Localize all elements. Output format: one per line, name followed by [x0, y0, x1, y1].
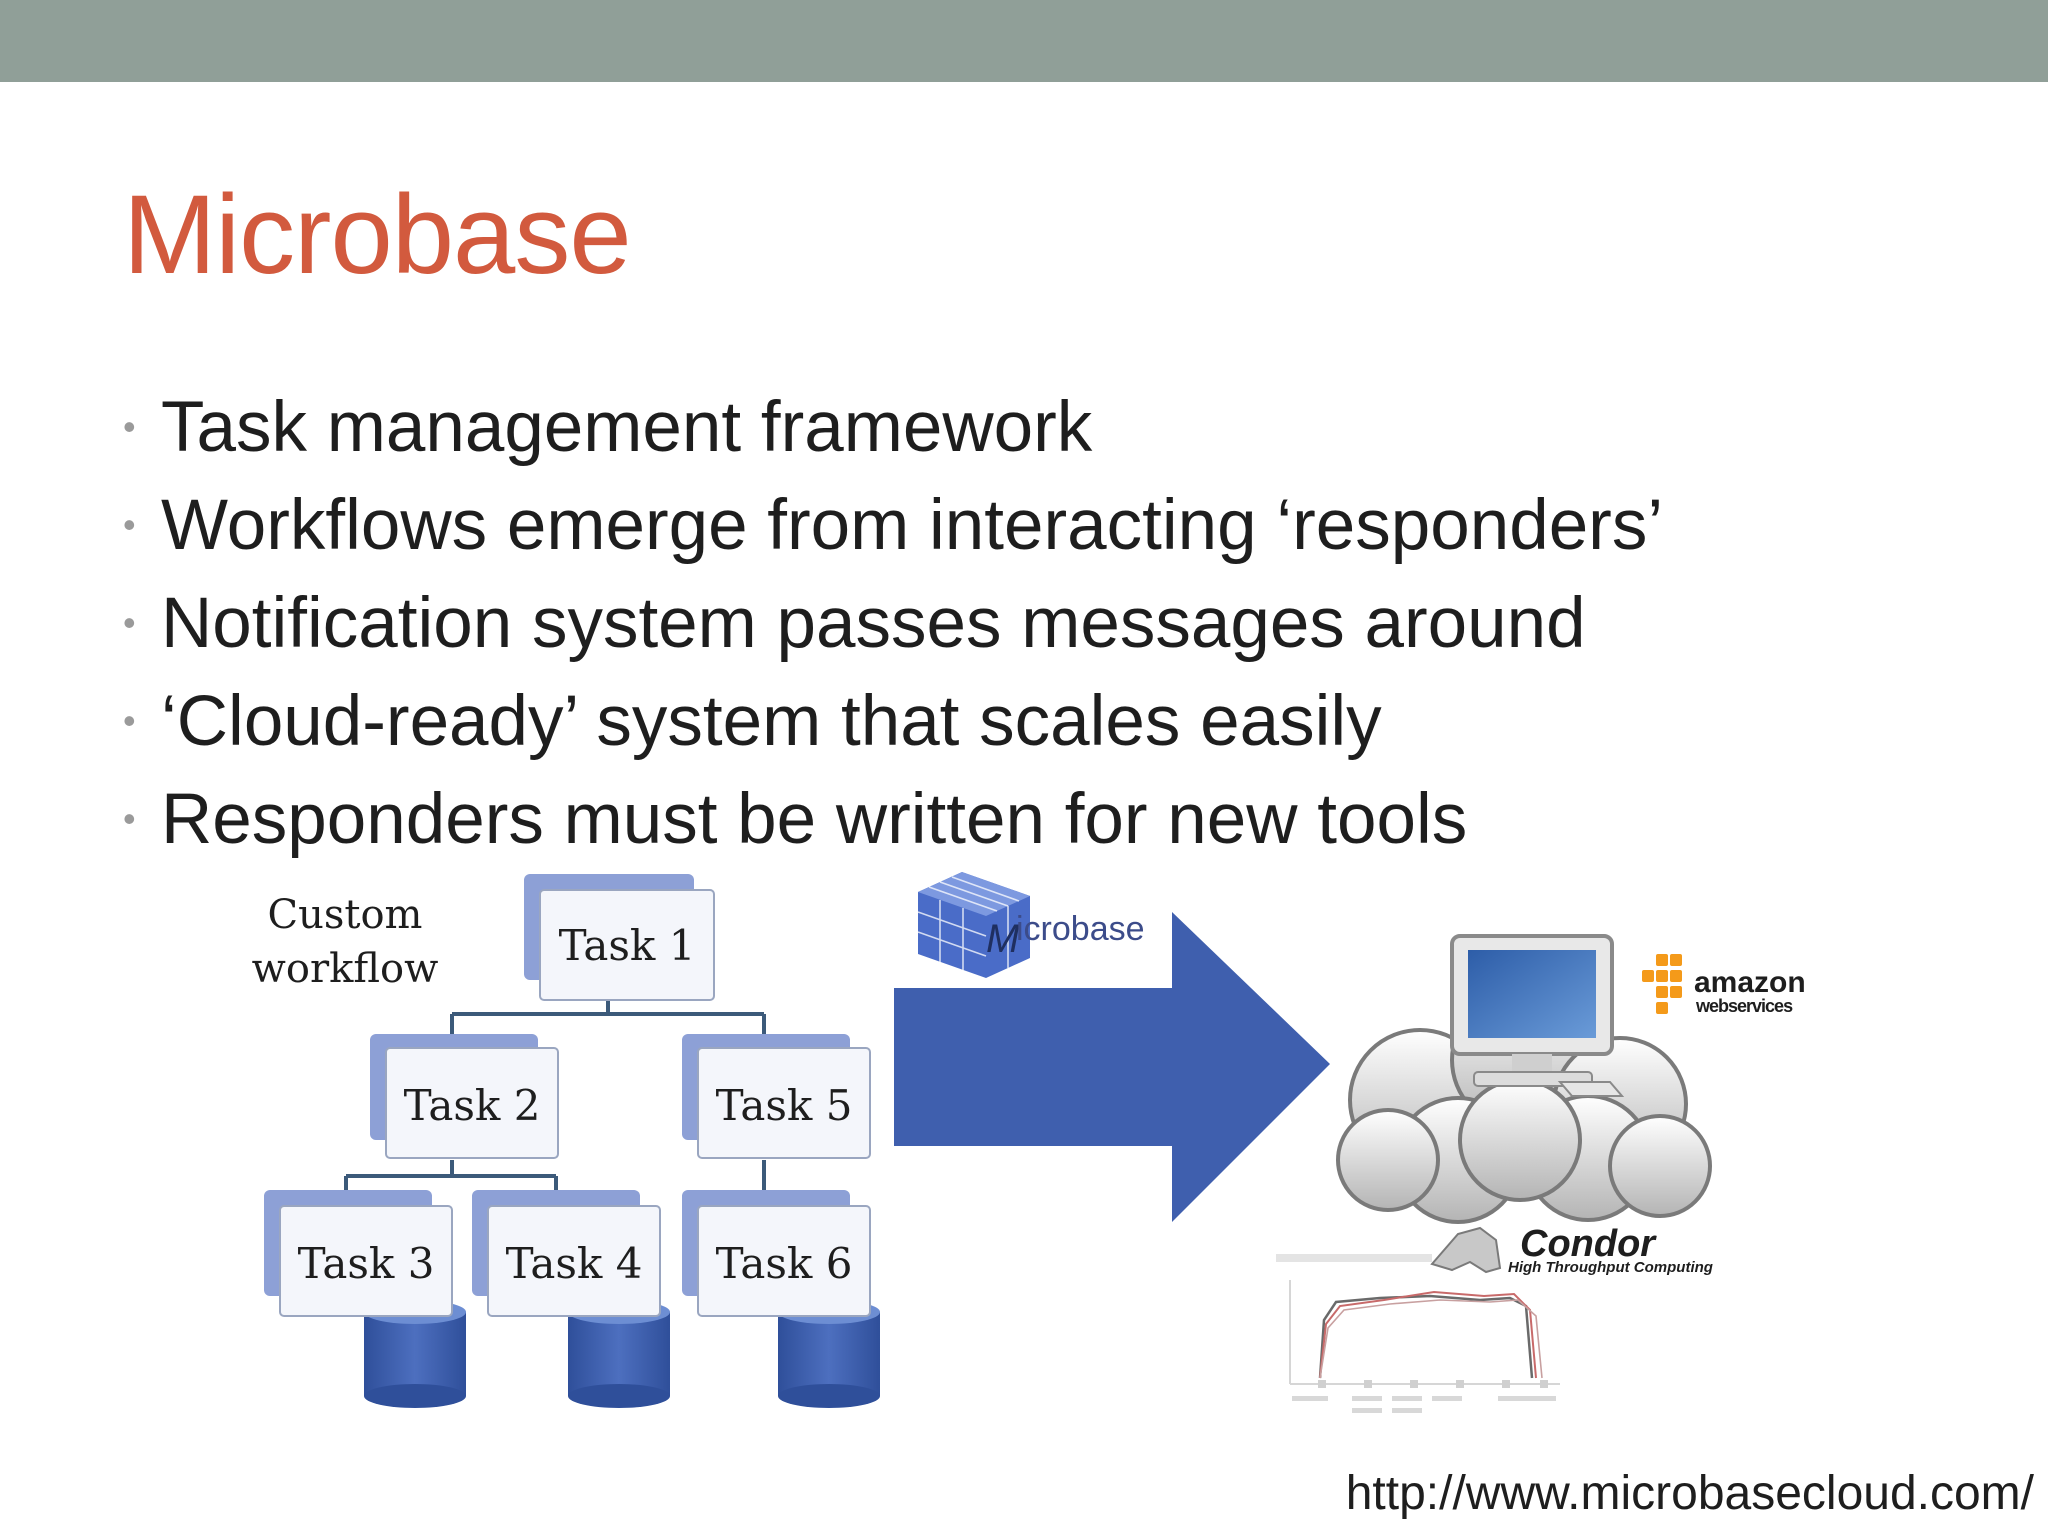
- task-node-3: Task 3: [264, 1190, 453, 1317]
- slide-top-bar: [0, 0, 2048, 82]
- bullet-dot-icon: •: [123, 602, 136, 643]
- task-label: Task 5: [716, 1081, 853, 1130]
- task-label: Task 4: [506, 1239, 643, 1288]
- aws-logo-subtext: webservices: [1695, 996, 1793, 1016]
- bullet-item: • Responders must be written for new tool…: [123, 770, 1663, 868]
- cloud-computer-icon: [1336, 934, 1712, 1224]
- bullet-dot-icon: •: [123, 798, 136, 839]
- task-node-2: Task 2: [370, 1034, 559, 1159]
- task-label: Task 2: [404, 1081, 541, 1130]
- database-icon: [364, 1300, 466, 1408]
- custom-workflow-label-line2: workflow: [252, 946, 439, 992]
- task-label: Task 1: [559, 921, 696, 970]
- task-node-1: Task 1: [524, 874, 715, 1001]
- footer-url: http://www.microbasecloud.com/: [1345, 1467, 2034, 1520]
- amazon-web-services-logo: amazon webservices: [1642, 954, 1806, 1016]
- custom-workflow-label-line1: Custom: [268, 892, 423, 938]
- bullet-item: • Notification system passes messages aro…: [123, 574, 1663, 672]
- task-label: Task 3: [298, 1239, 435, 1288]
- task-node-6: Task 6: [682, 1190, 871, 1317]
- condor-logo: Condor High Throughput Computing: [1430, 1223, 1713, 1276]
- task-node-4: Task 4: [472, 1190, 661, 1317]
- bullet-item: • Task management framework: [123, 378, 1663, 476]
- bullet-text: ‘Cloud-ready’ system that scales easily: [161, 681, 1382, 761]
- bullet-text: Responders must be written for new tools: [161, 779, 1468, 859]
- bullet-dot-icon: •: [123, 504, 136, 545]
- bullet-dot-icon: •: [123, 406, 136, 447]
- aws-logo-text: amazon: [1694, 966, 1806, 999]
- bullet-item: • Workflows emerge from interacting ‘resp…: [123, 476, 1663, 574]
- workflow-connectors: [344, 1000, 766, 1206]
- condor-throughput-graph: [1276, 1254, 1560, 1413]
- task-label: Task 6: [716, 1239, 853, 1288]
- bullet-text: Notification system passes messages arou…: [161, 583, 1586, 663]
- arrow-icon: [894, 912, 1330, 1222]
- task-node-5: Task 5: [682, 1034, 871, 1159]
- bullet-item: • ‘Cloud-ready’ system that scales easily: [123, 672, 1663, 770]
- condor-logo-subtext: High Throughput Computing: [1508, 1259, 1713, 1276]
- slide-title: Microbase: [123, 172, 632, 297]
- bullet-text: Workflows emerge from interacting ‘respo…: [161, 485, 1664, 565]
- microbase-logo: M icrobase: [917, 872, 1145, 978]
- bullet-list: • Task management framework • Workflows em…: [123, 378, 1663, 868]
- bullet-text: Task management framework: [161, 387, 1093, 467]
- microbase-logo-letter: M: [986, 917, 1020, 961]
- microbase-logo-text: icrobase: [1016, 910, 1145, 948]
- bullet-dot-icon: •: [123, 700, 136, 741]
- condor-logo-text: Condor: [1520, 1223, 1657, 1265]
